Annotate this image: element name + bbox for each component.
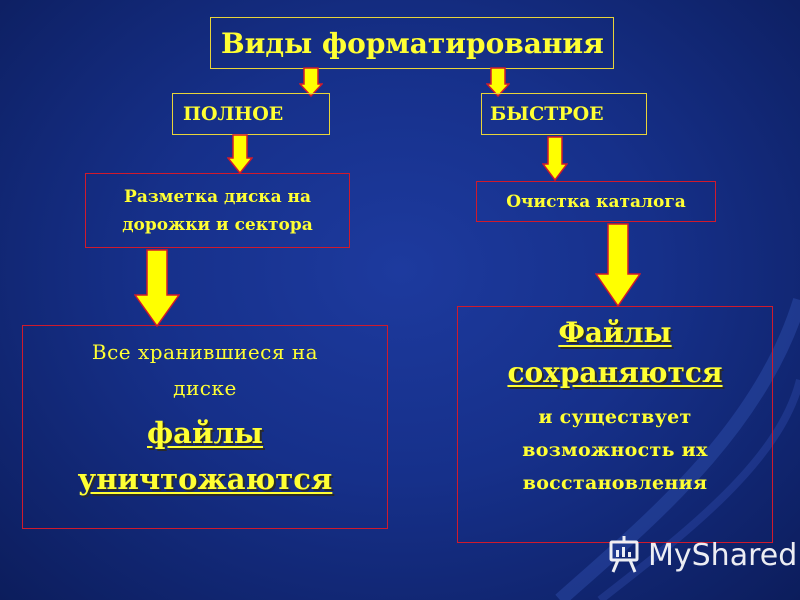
full-format-box: ПОЛНОЕ [172, 93, 330, 135]
keep-strong-line-2: сохраняются [507, 356, 723, 389]
catalog-cleanup-box: Очистка каталога [476, 181, 716, 222]
watermark: MyShared [606, 535, 797, 575]
diagram-title: Виды форматирования [221, 26, 604, 60]
keep-text-line-3: восстановления [522, 472, 708, 494]
full-format-label: ПОЛНОЕ [183, 103, 284, 125]
catalog-cleanup-label: Очистка каталога [506, 191, 686, 212]
files-destroyed-box: Все хранившиеся на диске файлы уничтожаю… [22, 325, 388, 529]
title-box: Виды форматирования [210, 17, 614, 69]
disk-marking-line-2: дорожки и сектора [122, 214, 313, 235]
keep-strong-line-1: Файлы [558, 316, 672, 349]
arrow-title-to-full [299, 67, 323, 97]
arrow-step-to-destroy [134, 249, 180, 327]
arrow-fast-to-step [542, 136, 568, 181]
destroy-strong-line-1: файлы [147, 416, 263, 450]
arrow-full-to-step [227, 134, 253, 174]
destroy-text-line-1: Все хранившиеся на [91, 340, 319, 364]
keep-text-line-1: и существует [538, 406, 692, 428]
watermark-text: MyShared [648, 537, 798, 573]
destroy-strong-line-2: уничтожаются [77, 462, 333, 496]
keep-text-line-2: возможность их [522, 439, 708, 461]
disk-marking-line-1: Разметка диска на [124, 186, 311, 207]
destroy-text-line-2: диске [173, 376, 237, 400]
arrow-step-to-keep [595, 223, 641, 307]
disk-marking-box: Разметка диска на дорожки и сектора [85, 173, 350, 248]
arrow-title-to-fast [486, 67, 510, 97]
quick-format-box: БЫСТРОЕ [481, 93, 647, 135]
quick-format-label: БЫСТРОЕ [490, 103, 604, 125]
presentation-board-icon [609, 536, 639, 573]
files-kept-box: Файлы сохраняются и существует возможнос… [457, 306, 773, 543]
